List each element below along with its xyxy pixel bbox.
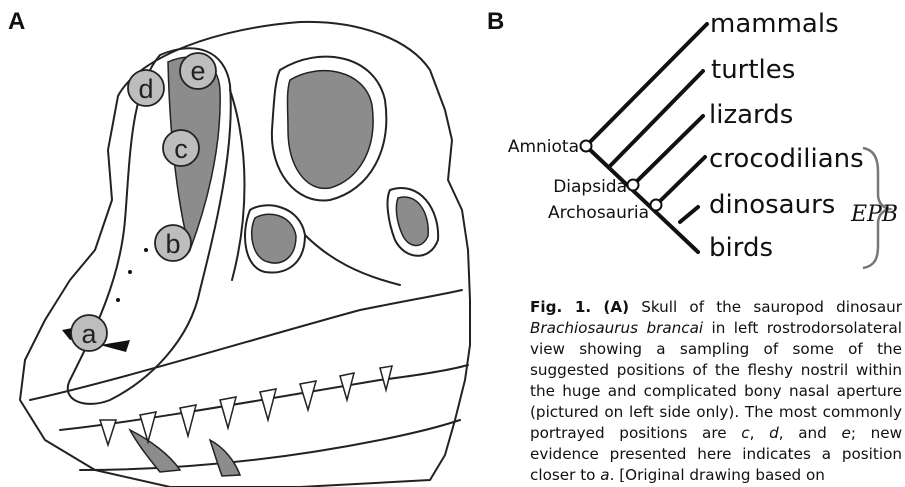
position-label-c: c [174,134,188,164]
caption-and: , and [779,424,842,442]
taxon-mammals: mammals [710,9,839,39]
taxon-birds: birds [709,233,773,263]
node-amniota [581,141,592,152]
caption-species: Brachiosaurus brancai [530,319,703,337]
position-label-e: e [190,56,205,86]
epb-label: EPB [850,202,898,227]
branch-dinosaurs [680,207,698,222]
taxon-dinosaurs: dinosaurs [709,190,835,220]
branch-crocodilians [656,157,705,205]
cladogram: mammals turtles lizards crocodilians din… [480,0,905,290]
node-archosauria [651,200,662,211]
taxon-crocodilians: crocodilians [709,144,864,174]
position-label-b: b [165,229,180,259]
caption-text-1: Skull of the sauropod dinosaur [629,298,902,316]
node-label-amniota: Amniota [508,137,579,157]
caption-fig-label: Fig. 1. [530,298,591,316]
branch-turtles [610,71,703,166]
taxon-lizards: lizards [709,100,793,130]
caption-position-a: a [600,466,609,484]
caption-comma: , [750,424,769,442]
node-diapsida [628,180,639,191]
skull-outline [20,22,470,487]
position-label-a: a [81,319,97,349]
branch-birds [586,146,698,252]
caption-position-c: c [741,424,749,442]
caption-position-d: d [769,424,779,442]
skull-illustration: a b c d e [0,0,480,487]
caption-text-4: . [Original drawing based on [610,466,825,484]
node-label-archosauria: Archosauria [548,203,649,223]
figure-caption: Fig. 1. (A) Skull of the sauropod dinosa… [530,297,902,487]
caption-position-e: e [841,424,850,442]
branch-lizards [633,116,703,185]
taxon-turtles: turtles [711,55,795,85]
node-label-diapsida: Diapsida [553,177,627,197]
position-label-d: d [138,74,153,104]
caption-panel-a: (A) [603,298,629,316]
